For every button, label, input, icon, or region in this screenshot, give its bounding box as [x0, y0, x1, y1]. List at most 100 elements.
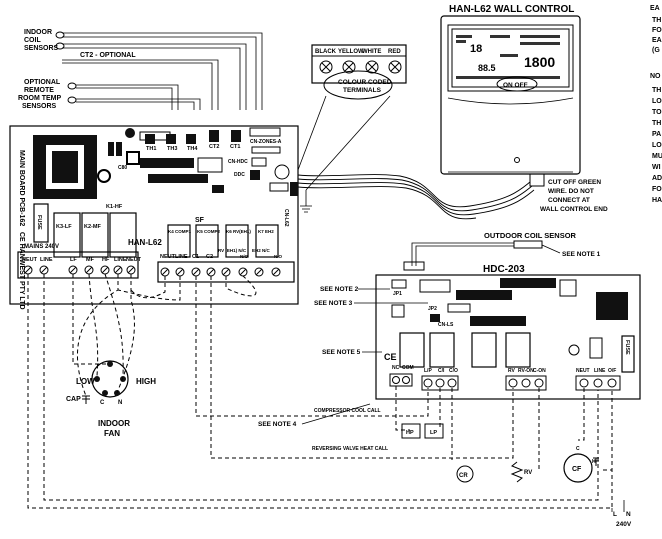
svg-text:COIL: COIL	[24, 37, 41, 44]
ct2-optional-label: CT2 - OPTIONAL	[80, 52, 136, 59]
han-terminal-screws-right	[160, 267, 281, 277]
svg-text:EH2 N/C: EH2 N/C	[252, 248, 271, 253]
svg-text:C/I: C/I	[438, 368, 445, 374]
svg-text:JP2: JP2	[428, 306, 437, 312]
svg-text:L/P: L/P	[424, 368, 432, 374]
svg-text:TH: TH	[652, 120, 661, 127]
svg-text:RV: RV	[508, 368, 516, 374]
wall-control: HAN-L62 WALL CONTROL 1800 18 88.5 ON OFF	[440, 4, 581, 175]
hdc-title: HDC-203	[483, 264, 525, 275]
svg-text:LINE: LINE	[175, 254, 188, 260]
svg-text:K7 EH2: K7 EH2	[258, 229, 274, 234]
svg-text:COM: COM	[402, 365, 414, 371]
svg-text:EA: EA	[652, 37, 662, 44]
svg-text:INDOOR: INDOOR	[24, 29, 52, 36]
svg-text:K6 RV(EH1): K6 RV(EH1)	[226, 229, 251, 234]
svg-text:PA: PA	[652, 131, 661, 138]
bottom-components: COMPRESSOR COOL CALL REVERSING VALVE HEA…	[312, 408, 632, 528]
hdc-fuse-label: FUSE	[624, 340, 630, 355]
wall-control-cable	[297, 173, 545, 220]
svg-text:NC: NC	[392, 365, 400, 371]
svg-text:FO: FO	[652, 27, 662, 34]
svg-text:INDOOR: INDOOR	[98, 419, 130, 428]
svg-text:RV (EH1) N/C: RV (EH1) N/C	[218, 248, 247, 253]
svg-text:WALL CONTROL END: WALL CONTROL END	[540, 206, 608, 213]
svg-text:TH: TH	[652, 17, 661, 24]
svg-text:CAP: CAP	[66, 396, 81, 403]
svg-text:CN-L62: CN-L62	[283, 209, 289, 227]
svg-text:CONNECT AT: CONNECT AT	[548, 197, 590, 204]
svg-text:H: H	[592, 459, 596, 465]
see-note-5: SEE NOTE 5	[322, 349, 361, 356]
svg-text:EA: EA	[650, 5, 660, 12]
relay-lf-label: K3-LF	[56, 224, 72, 230]
sensor-lead-2	[55, 42, 247, 110]
th3-label: TH3	[167, 146, 177, 152]
svg-text:LO: LO	[652, 142, 662, 149]
svg-text:RED: RED	[388, 49, 401, 55]
svg-text:CUT OFF GREEN: CUT OFF GREEN	[548, 179, 601, 186]
svg-text:TO: TO	[652, 109, 662, 116]
svg-text:CN-LS: CN-LS	[438, 322, 454, 328]
svg-text:L: L	[613, 511, 617, 518]
svg-text:C/O: C/O	[449, 368, 458, 374]
svg-text:NEUT: NEUT	[576, 368, 590, 374]
svg-text:AD: AD	[652, 175, 662, 182]
svg-text:N: N	[118, 400, 122, 406]
remote-sensor-leads	[67, 82, 201, 110]
th1-label: TH1	[146, 146, 156, 152]
han-terminal-labels-right: NEUT LINE C1 C2 RV (EH1) N/C N/O EH2 N/C…	[160, 248, 283, 260]
svg-text:LP: LP	[430, 430, 437, 436]
sensor-lead-1	[55, 31, 263, 110]
svg-text:CE HANWEST PTY LTD: CE HANWEST PTY LTD	[18, 232, 25, 310]
han-model-label: HAN-L62	[128, 238, 162, 247]
svg-text:DDC: DDC	[234, 172, 245, 178]
svg-text:C80: C80	[118, 165, 127, 171]
svg-text:240V: 240V	[616, 521, 632, 528]
svg-text:SENSORS: SENSORS	[22, 103, 57, 110]
svg-text:MU: MU	[652, 153, 662, 160]
indoor-fan: LOW HIGH CAP C N INDOOR FAN	[66, 360, 156, 438]
svg-text:K4 COMP1: K4 COMP1	[168, 229, 192, 234]
indoor-coil-sensors-label: INDOOR COIL SENSORS	[24, 29, 59, 52]
han-fuse-label: FUSE	[36, 215, 42, 230]
svg-text:BLACK: BLACK	[315, 49, 337, 55]
svg-text:RV-ON: RV-ON	[518, 368, 534, 374]
svg-text:HF: HF	[102, 257, 110, 263]
lcd-number: 1800	[524, 54, 555, 70]
right-text-panel: EA TH FO EA (G NO TH LO TO TH PA LO MU W…	[650, 5, 662, 204]
svg-text:HIGH: HIGH	[136, 377, 156, 386]
see-note-4: SEE NOTE 4	[258, 421, 297, 428]
svg-text:LOW: LOW	[76, 377, 95, 386]
svg-text:NEUT: NEUT	[126, 257, 142, 263]
th4-label: TH4	[187, 146, 198, 152]
svg-text:HP: HP	[406, 430, 414, 436]
see-note-3: SEE NOTE 3	[314, 300, 353, 307]
svg-text:CR: CR	[459, 473, 468, 479]
svg-text:WI: WI	[652, 164, 661, 171]
svg-text:(G: (G	[652, 47, 660, 54]
hdc-ce-mark: CE	[384, 352, 397, 362]
han-terminal-labels-left: NEUT LINE LF MF HF LINE NEUT	[22, 257, 142, 263]
svg-text:C: C	[100, 400, 105, 406]
svg-text:TH: TH	[652, 87, 661, 94]
svg-text:HA: HA	[652, 197, 662, 204]
on-off-button: ON OFF	[503, 82, 528, 89]
svg-text:N/O: N/O	[240, 254, 249, 259]
svg-text:CF: CF	[572, 466, 582, 473]
see-note-1: SEE NOTE 1	[562, 251, 601, 258]
svg-text:N/O: N/O	[274, 254, 283, 259]
svg-text:TERMINALS: TERMINALS	[343, 87, 382, 94]
svg-text:K5 COMP2: K5 COMP2	[197, 229, 221, 234]
colour-coded-terminals: BLACK YELLOW WHITE RED COLOUR CODED TERM…	[297, 44, 407, 191]
svg-text:C2: C2	[206, 254, 213, 260]
svg-text:N: N	[626, 511, 631, 518]
svg-text:JP1: JP1	[393, 291, 402, 297]
svg-text:FO: FO	[652, 186, 662, 193]
ct2-label: CT2	[209, 144, 219, 150]
lcd-small: 18	[470, 43, 482, 55]
svg-text:WHITE: WHITE	[362, 49, 381, 55]
svg-text:NEUT: NEUT	[22, 257, 38, 263]
see-notes: SEE NOTE 2 SEE NOTE 3 SEE NOTE 5 SEE NOT…	[258, 286, 428, 428]
wall-control-title: HAN-L62 WALL CONTROL	[449, 4, 574, 15]
